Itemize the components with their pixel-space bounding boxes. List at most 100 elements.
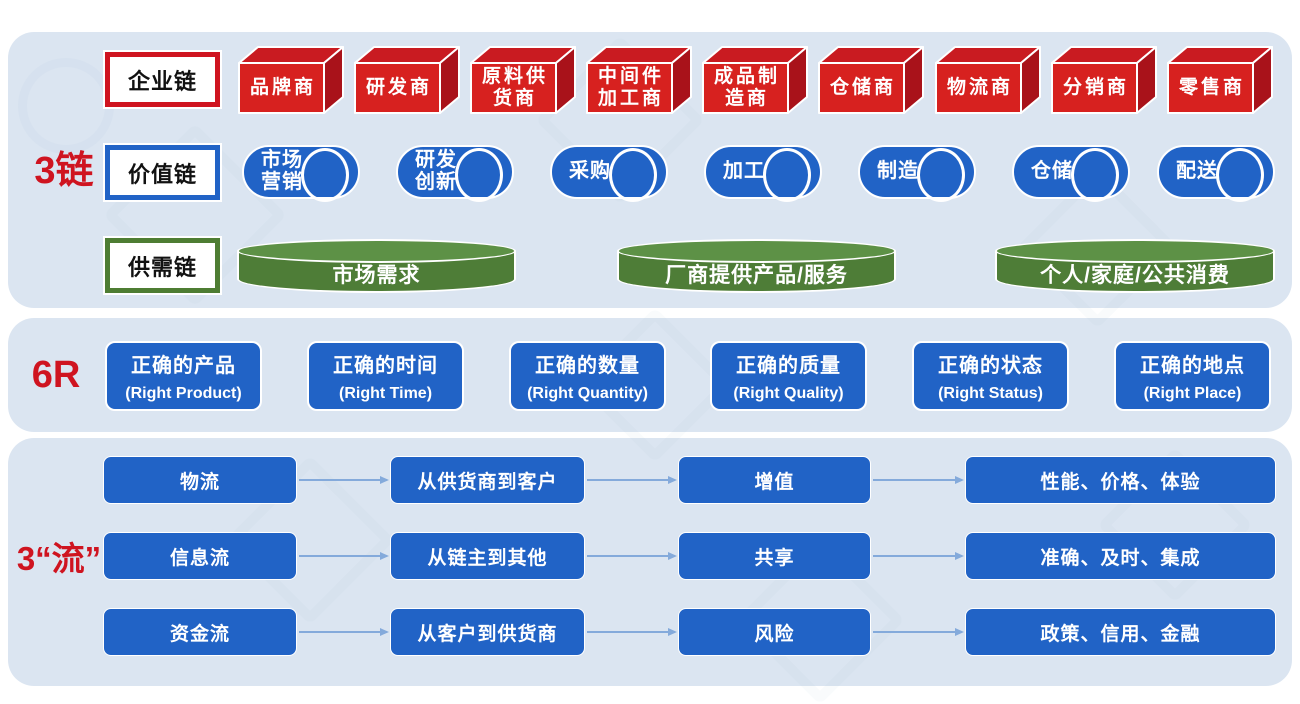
node-label: 厂商提供产品/服务 <box>665 263 848 287</box>
box3d-shape <box>1051 46 1157 114</box>
enterprise-node-intermediate: 中间件加工商 <box>584 44 694 116</box>
flow-box-performance-price-experience: 性能、价格、体验 <box>965 456 1276 504</box>
6r-en-label: (Right Status) <box>938 385 1043 402</box>
node-label: 分销商 <box>1062 77 1129 99</box>
cylinder-cap <box>917 148 965 202</box>
node-label: 货商 <box>492 88 537 109</box>
value-node-marketing: 市场营销 <box>242 145 360 202</box>
cylinder-cap <box>1216 148 1264 202</box>
6r-en-label: (Right Time) <box>338 385 433 402</box>
node-label: 市场 <box>261 149 303 172</box>
tag-value-chain-label: 价值链 <box>127 161 197 187</box>
node-label: 创新 <box>415 171 457 193</box>
flow-box-chain-owner-to-others: 从链主到其他 <box>390 532 585 580</box>
6r-box-right-quality: 正确的质量 (Right Quality) <box>710 341 867 411</box>
flow-box-sharing: 共享 <box>678 532 871 580</box>
arrow-right-icon <box>873 628 964 636</box>
6r-cn-label: 正确的数量 <box>535 355 640 377</box>
box3d-shape <box>470 46 576 114</box>
box3d-shape <box>818 46 924 114</box>
node-label: 仓储商 <box>829 77 896 99</box>
flow-label: 信息流 <box>169 547 230 569</box>
node-label: 加工商 <box>597 88 664 109</box>
flow-label: 从客户到供货商 <box>417 623 558 645</box>
6r-box-right-place: 正确的地点 (Right Place) <box>1114 341 1271 411</box>
node-label: 研发商 <box>365 77 432 99</box>
box3d-shape <box>586 46 692 114</box>
enterprise-node-rd: 研发商 <box>352 44 462 116</box>
cylinder-cap <box>455 148 503 202</box>
6r-cn-label: 正确的质量 <box>736 355 841 377</box>
cylinder-cap <box>763 148 811 202</box>
flow-box-supplier-to-customer: 从供货商到客户 <box>390 456 585 504</box>
tag-supply-demand-chain-label: 供需链 <box>127 254 197 280</box>
flow-box-customer-to-supplier: 从客户到供货商 <box>390 608 585 656</box>
node-label: 中间件 <box>597 66 664 88</box>
6r-box-right-status: 正确的状态 (Right Status) <box>912 341 1069 411</box>
enterprise-node-brand: 品牌商 <box>236 44 346 116</box>
flow-box-value-add: 增值 <box>678 456 871 504</box>
flow-label: 性能、价格、体验 <box>1040 471 1201 493</box>
node-label: 成品制 <box>713 66 780 88</box>
6r-box-right-time: 正确的时间 (Right Time) <box>307 341 464 411</box>
flow-box-capital: 资金流 <box>103 608 297 656</box>
node-label: 研发 <box>415 149 457 172</box>
flow-box-information: 信息流 <box>103 532 297 580</box>
flow-label: 增值 <box>754 471 795 493</box>
supply-node-market-demand: 市场需求 <box>237 239 516 293</box>
section-label-3-chains: 3链 <box>34 150 94 192</box>
flow-label: 资金流 <box>169 623 230 645</box>
enterprise-node-logistics: 物流商 <box>933 44 1043 116</box>
box3d-shape <box>1167 46 1273 114</box>
flow-label: 共享 <box>754 547 795 569</box>
6r-en-label: (Right Quality) <box>733 385 844 402</box>
value-node-delivery: 配送 <box>1157 145 1275 202</box>
enterprise-node-finished-goods: 成品制造商 <box>700 44 810 116</box>
box3d-shape <box>702 46 808 114</box>
arrow-right-icon <box>587 628 677 636</box>
6r-cn-label: 正确的时间 <box>333 355 438 377</box>
enterprise-node-distribution: 分销商 <box>1049 44 1159 116</box>
box3d-shape <box>935 46 1041 114</box>
flow-label: 准确、及时、集成 <box>1040 547 1201 569</box>
node-label: 个人/家庭/公共消费 <box>1040 263 1230 287</box>
section-label-3-flows: 3“流” <box>16 540 102 577</box>
node-label: 物流商 <box>946 77 1013 99</box>
tag-value-chain: 价值链 <box>103 143 222 202</box>
flow-box-accurate-timely-integrated: 准确、及时、集成 <box>965 532 1276 580</box>
arrow-right-icon <box>299 552 389 560</box>
flow-box-risk: 风险 <box>678 608 871 656</box>
arrow-right-icon <box>587 476 677 484</box>
node-label: 造商 <box>724 88 769 109</box>
cylinder-cap <box>617 239 896 263</box>
node-label: 品牌商 <box>249 77 316 99</box>
flow-box-policy-credit-finance: 政策、信用、金融 <box>965 608 1276 656</box>
cylinder-cap <box>301 148 349 202</box>
flow-label: 物流 <box>179 471 220 493</box>
flow-label: 从供货商到客户 <box>417 471 558 493</box>
cylinder-cap <box>995 239 1275 263</box>
6r-box-right-quantity: 正确的数量 (Right Quantity) <box>509 341 666 411</box>
node-label: 市场需求 <box>332 263 421 287</box>
6r-box-right-product: 正确的产品 (Right Product) <box>105 341 262 411</box>
tag-enterprise-chain: 企业链 <box>103 50 222 109</box>
tag-enterprise-chain-label: 企业链 <box>127 68 197 94</box>
cylinder-cap <box>237 239 516 263</box>
box3d-shape <box>354 46 460 114</box>
node-label: 营销 <box>261 171 303 193</box>
arrow-right-icon <box>299 628 389 636</box>
arrow-right-icon <box>873 476 964 484</box>
supply-node-consumption: 个人/家庭/公共消费 <box>995 239 1275 293</box>
cylinder-cap <box>609 148 657 202</box>
enterprise-node-raw-material: 原料供货商 <box>468 44 578 116</box>
flow-box-logistics: 物流 <box>103 456 297 504</box>
node-label: 制造 <box>877 160 919 183</box>
arrow-right-icon <box>587 552 677 560</box>
enterprise-node-retail: 零售商 <box>1165 44 1275 116</box>
flow-label: 政策、信用、金融 <box>1040 623 1201 645</box>
node-label: 采购 <box>569 160 611 183</box>
node-label: 配送 <box>1176 160 1218 183</box>
node-label: 原料供 <box>481 66 548 88</box>
value-node-warehousing: 仓储 <box>1012 145 1130 202</box>
